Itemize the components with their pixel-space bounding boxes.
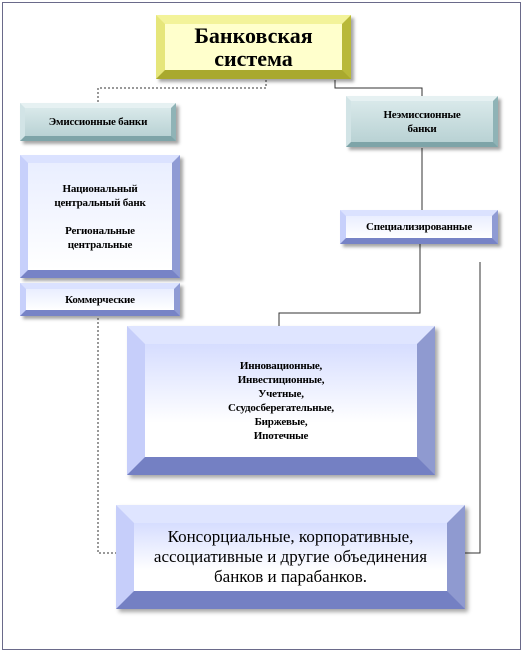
type-item: Учетные, xyxy=(258,387,304,400)
diagram-frame xyxy=(2,2,521,650)
connector-title-nonemission xyxy=(334,80,423,96)
non-emission-banks-box: Неэмиссионные банки xyxy=(346,96,498,147)
emission-banks-label: Эмиссионные банки xyxy=(48,116,148,128)
regional-line-1: Региональные xyxy=(65,224,135,237)
associations-line-3: банков и парабанков. xyxy=(214,567,367,586)
type-item: Ссудосберегательные, xyxy=(228,401,334,414)
banking-system-title-box: Банковская система xyxy=(156,15,351,79)
associations-line-1: Консорциальные, корпоративные, xyxy=(167,527,414,546)
commercial-label: Коммерческие xyxy=(65,293,135,306)
type-item: Ипотечные xyxy=(253,429,309,442)
national-bank-line-1: Национальный xyxy=(62,182,138,195)
central-banks-box: Национальный центральный банк Региональн… xyxy=(20,155,180,278)
title-line-1: Банковская xyxy=(194,23,313,48)
connector-commercial-associations xyxy=(97,318,116,554)
title-line-2: система xyxy=(214,46,293,71)
national-bank-line-2: центральный банк xyxy=(54,196,146,209)
connector-title-emission xyxy=(97,80,267,104)
regional-line-2: центральные xyxy=(67,238,133,251)
non-emission-line-1: Неэмиссионные xyxy=(383,108,461,121)
associations-line-2: ассоциативные и другие объединения xyxy=(153,547,428,566)
type-item: Инновационные, xyxy=(239,359,323,372)
specialized-label: Специализированные xyxy=(365,221,473,233)
type-item: Биржевые, xyxy=(254,415,308,428)
connector-right-associations xyxy=(465,262,481,554)
specialized-types-box: Инновационные, Инвестиционные, Учетные, … xyxy=(127,326,435,475)
commercial-banks-box: Коммерческие xyxy=(20,283,180,316)
emission-banks-box: Эмиссионные банки xyxy=(20,103,176,141)
bank-associations-box: Консорциальные, корпоративные, ассоциати… xyxy=(116,505,465,609)
specialized-banks-box: Специализированные xyxy=(340,210,498,244)
connector-specialized-types xyxy=(278,244,421,326)
non-emission-line-2: банки xyxy=(407,122,437,135)
type-item: Инвестиционные, xyxy=(237,373,325,386)
